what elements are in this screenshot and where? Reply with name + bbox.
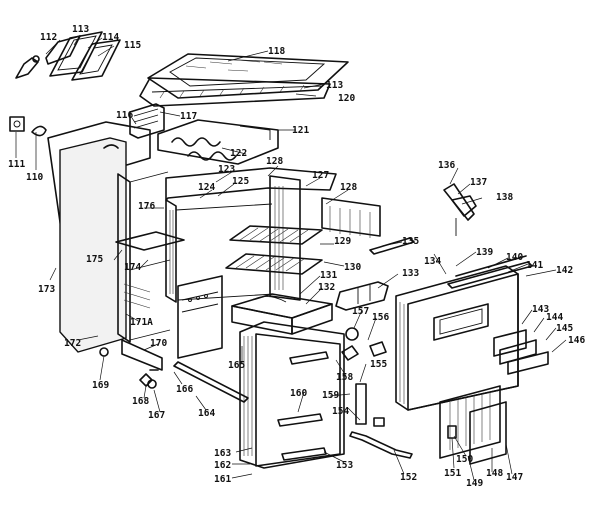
top-frame-assembly bbox=[139, 53, 349, 107]
callout-labels: 112 113 114 115 118 113 120 116 117 121 … bbox=[8, 24, 585, 489]
callout-163: 163 bbox=[214, 448, 231, 459]
cabinet-side-panel bbox=[47, 121, 171, 371]
callout-123: 123 bbox=[218, 164, 235, 175]
callout-131: 131 bbox=[320, 270, 337, 281]
callout-162: 162 bbox=[214, 460, 231, 471]
rack-side-rails bbox=[321, 197, 381, 238]
callout-135: 135 bbox=[402, 236, 419, 247]
door-liner bbox=[439, 385, 507, 465]
switch-parts bbox=[9, 116, 47, 137]
lower-compartment bbox=[115, 231, 223, 359]
callout-118: 118 bbox=[268, 46, 285, 57]
callout-139: 139 bbox=[476, 247, 493, 258]
callout-175: 175 bbox=[86, 254, 103, 265]
callout-136: 136 bbox=[438, 160, 455, 171]
latch-handle-assembly bbox=[15, 31, 121, 81]
callout-152: 152 bbox=[400, 472, 417, 483]
callout-142: 142 bbox=[556, 265, 573, 276]
callout-110: 110 bbox=[26, 172, 43, 183]
burner-box bbox=[157, 119, 279, 165]
callout-138: 138 bbox=[496, 192, 513, 203]
callout-173: 173 bbox=[38, 284, 55, 295]
callout-164: 164 bbox=[198, 408, 215, 419]
callout-121: 121 bbox=[292, 125, 309, 136]
callout-113-b: 113 bbox=[326, 80, 343, 91]
callout-167: 167 bbox=[148, 410, 165, 421]
door-hinges bbox=[335, 237, 415, 311]
callout-171a: 171A bbox=[130, 317, 153, 328]
callout-116: 116 bbox=[116, 110, 133, 121]
oven-cavity-frame bbox=[165, 167, 337, 303]
callout-115: 115 bbox=[124, 40, 141, 51]
callout-133: 133 bbox=[402, 268, 419, 279]
callout-150: 150 bbox=[456, 454, 473, 465]
callout-147: 147 bbox=[506, 472, 523, 483]
callout-130: 130 bbox=[344, 262, 361, 273]
callout-146: 146 bbox=[568, 335, 585, 346]
callout-168: 168 bbox=[132, 396, 149, 407]
callout-148: 148 bbox=[486, 468, 503, 479]
callout-172: 172 bbox=[64, 338, 81, 349]
callout-144: 144 bbox=[546, 312, 563, 323]
callout-157: 157 bbox=[352, 306, 369, 317]
broiler-drawer bbox=[231, 293, 333, 335]
callout-156: 156 bbox=[372, 312, 389, 323]
callout-129: 129 bbox=[334, 236, 351, 247]
callout-120: 120 bbox=[338, 93, 355, 104]
callout-169: 169 bbox=[92, 380, 109, 391]
callout-117: 117 bbox=[180, 111, 197, 122]
oven-vent bbox=[129, 103, 165, 139]
callout-125: 125 bbox=[232, 176, 249, 187]
callout-132: 132 bbox=[318, 282, 335, 293]
callout-166: 166 bbox=[176, 384, 193, 395]
door-latch-bracket bbox=[443, 183, 477, 236]
callout-141: 141 bbox=[526, 260, 543, 271]
callout-122: 122 bbox=[230, 148, 247, 159]
callout-153: 153 bbox=[336, 460, 353, 471]
oven-door bbox=[395, 255, 533, 411]
callout-114: 114 bbox=[102, 32, 119, 43]
callout-149: 149 bbox=[466, 478, 483, 489]
callout-159: 159 bbox=[322, 390, 339, 401]
callout-140: 140 bbox=[506, 252, 523, 263]
callout-170: 170 bbox=[150, 338, 167, 349]
callout-151: 151 bbox=[444, 468, 461, 479]
callout-143: 143 bbox=[532, 304, 549, 315]
callout-124: 124 bbox=[198, 182, 215, 193]
callout-127: 127 bbox=[312, 170, 329, 181]
callout-113: 113 bbox=[72, 24, 89, 35]
callout-160: 160 bbox=[290, 388, 307, 399]
callout-134: 134 bbox=[424, 256, 441, 267]
callout-128-a: 128 bbox=[266, 156, 283, 167]
callout-174: 174 bbox=[124, 262, 141, 273]
kick-rail bbox=[173, 361, 249, 403]
callout-111: 111 bbox=[8, 159, 25, 170]
callout-112: 112 bbox=[40, 32, 57, 43]
oven-racks bbox=[225, 225, 323, 275]
callout-155: 155 bbox=[370, 359, 387, 370]
door-window-parts bbox=[493, 329, 549, 375]
callout-176: 176 bbox=[138, 201, 155, 212]
callout-161: 161 bbox=[214, 474, 231, 485]
callout-154: 154 bbox=[332, 406, 349, 417]
callout-165: 165 bbox=[228, 360, 245, 371]
callout-158: 158 bbox=[336, 372, 353, 383]
callout-128-b: 128 bbox=[340, 182, 357, 193]
leader-lines bbox=[15, 34, 567, 481]
callout-137: 137 bbox=[470, 177, 487, 188]
callout-145: 145 bbox=[556, 323, 573, 334]
